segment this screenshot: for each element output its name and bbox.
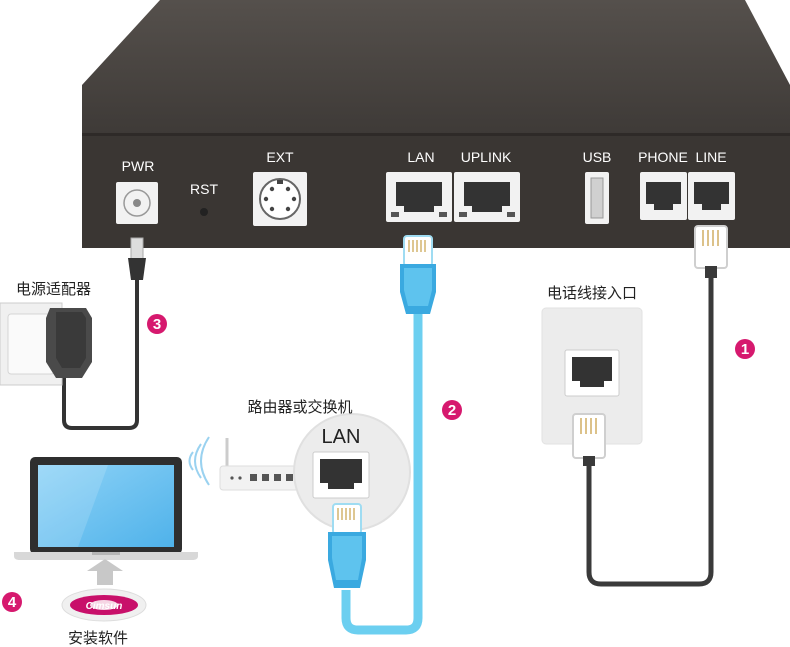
upload-arrow-icon <box>87 559 123 585</box>
dc-plug <box>130 237 144 261</box>
laptop-software: Cimsun 安装软件 4 <box>2 457 198 647</box>
lan-cable-assembly: LAN 路由器或交换机 2 <box>188 235 462 635</box>
uplink-label: UPLINK <box>461 149 512 165</box>
svg-text:4: 4 <box>8 594 17 611</box>
power-adapter: 电源适配器 3 <box>0 237 167 430</box>
device-top <box>82 0 790 135</box>
laptop-screen <box>38 465 174 547</box>
lan-label: LAN <box>407 149 434 165</box>
lan-plug-device <box>403 235 433 267</box>
svg-text:3: 3 <box>153 316 161 333</box>
router: LAN 路由器或交换机 <box>188 398 411 531</box>
router-lan-label: LAN <box>322 426 361 448</box>
usb-label: USB <box>583 149 612 165</box>
phone-label: PHONE <box>638 149 688 165</box>
line-label: LINE <box>695 149 726 165</box>
lan-cable <box>341 300 423 635</box>
ext-label: EXT <box>266 149 294 165</box>
laptop-base <box>14 552 198 560</box>
lan-plug-router <box>332 503 362 535</box>
step-1-badge <box>735 339 755 359</box>
step-3-badge <box>147 314 167 334</box>
rst-label: RST <box>190 181 218 197</box>
step-2-badge <box>442 400 462 420</box>
wifi-icon <box>188 436 210 486</box>
pwr-label: PWR <box>122 158 155 174</box>
phone-line-assembly: 电话线接入口 1 <box>541 225 755 587</box>
install-software-label: 安装软件 <box>68 630 128 647</box>
rst-button[interactable] <box>200 208 208 216</box>
router-switch-label: 路由器或交换机 <box>247 398 352 416</box>
phone-plug-device <box>694 225 728 269</box>
power-adapter-label: 电源适配器 <box>16 281 91 298</box>
svg-text:1: 1 <box>741 341 749 358</box>
phone-wall-jack-label: 电话线接入口 <box>547 285 637 302</box>
device-box: PWR RST EXT LAN UPLINK USB <box>82 0 790 248</box>
phone-cable <box>586 276 714 587</box>
svg-text:2: 2 <box>448 402 456 419</box>
power-cable <box>62 280 139 430</box>
step-4-badge <box>2 592 22 612</box>
cd-brand-text: Cimsun <box>86 601 123 612</box>
phone-plug-wall <box>572 413 606 459</box>
